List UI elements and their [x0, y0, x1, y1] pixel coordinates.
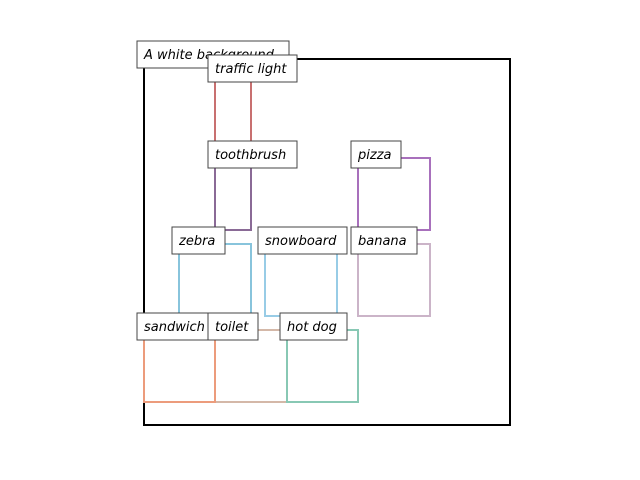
- traffic-light-label-text: traffic light: [215, 62, 287, 77]
- snowboard-label-text: snowboard: [265, 234, 337, 249]
- sandwich-label: sandwich: [136, 312, 216, 341]
- sandwich-box: [143, 329, 216, 403]
- pizza-box: [357, 157, 431, 231]
- toilet-label: toilet: [207, 312, 259, 341]
- snowboard-box: [264, 243, 338, 317]
- toothbrush-label: toothbrush: [207, 140, 298, 169]
- snowboard-label: snowboard: [257, 226, 348, 255]
- sandwich-label-text: sandwich: [144, 320, 205, 335]
- banana-label: banana: [350, 226, 418, 255]
- hot-dog-label-text: hot dog: [287, 320, 337, 335]
- canvas-frame: [143, 58, 511, 426]
- toothbrush-label-text: toothbrush: [215, 148, 286, 163]
- banana-box: [357, 243, 431, 317]
- zebra-label: zebra: [171, 226, 226, 255]
- hot-dog-label: hot dog: [279, 312, 348, 341]
- zebra-label-text: zebra: [178, 234, 215, 249]
- banana-label-text: banana: [358, 234, 407, 249]
- traffic-light-label: traffic light: [207, 54, 298, 83]
- pizza-label-text: pizza: [357, 148, 392, 163]
- hot-dog-box: [286, 329, 359, 403]
- toilet-label-text: toilet: [215, 320, 249, 335]
- pizza-label: pizza: [350, 140, 402, 169]
- zebra-box: [178, 243, 252, 317]
- toilet-box: [214, 329, 288, 403]
- toothbrush-box: [214, 157, 252, 231]
